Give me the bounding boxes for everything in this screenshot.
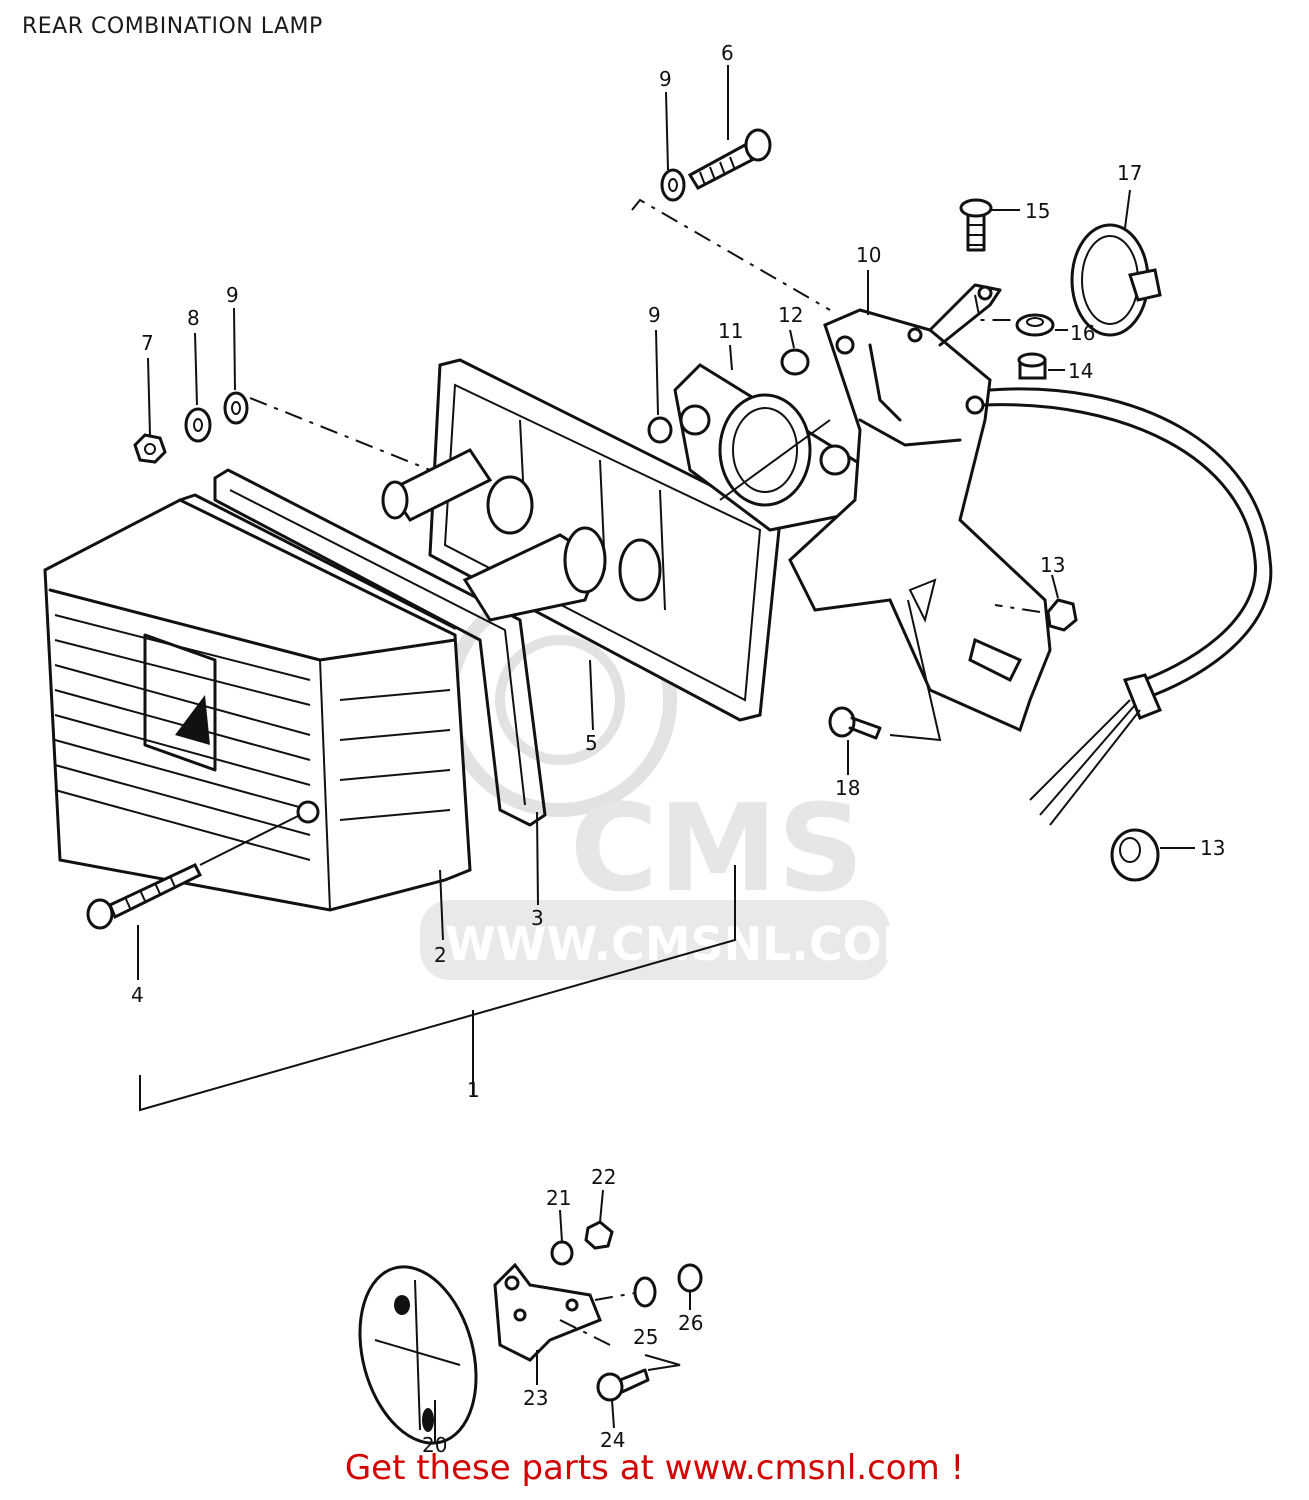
callout-6: 6: [721, 41, 734, 65]
callout-1: 1: [467, 1078, 480, 1102]
leader-lines: [137, 65, 1195, 1442]
washer-part-9-top[interactable]: [660, 168, 686, 202]
callout-9-mid: 9: [648, 303, 661, 327]
callout-17: 17: [1117, 161, 1142, 185]
callout-11: 11: [718, 319, 743, 343]
page-title: REAR COMBINATION LAMP: [22, 14, 323, 39]
nut-part-26[interactable]: [677, 1263, 703, 1293]
washer-part-9-mid[interactable]: [647, 416, 673, 444]
reflector-bracket-part-23[interactable]: [493, 1262, 602, 1362]
assembly-lines: [139, 198, 1041, 1371]
cmsnl-footer-link[interactable]: Get these parts at www.cmsnl.com !: [344, 1448, 965, 1488]
callout-14: 14: [1068, 359, 1093, 383]
callout-5: 5: [585, 731, 598, 755]
nut-part-21[interactable]: [550, 1240, 574, 1266]
callout-21: 21: [546, 1186, 571, 1210]
nut-part-13-upper[interactable]: [1046, 598, 1078, 632]
cover-plate-part-11[interactable]: [673, 363, 872, 532]
callout-24: 24: [600, 1428, 625, 1452]
callout-13-upper: 13: [1040, 553, 1065, 577]
lamp-housing-part-5[interactable]: [381, 358, 782, 722]
callout-12: 12: [778, 303, 803, 327]
washer-part-8[interactable]: [184, 407, 212, 443]
lens-part-2[interactable]: [43, 493, 472, 912]
grommet-part-17[interactable]: [1070, 223, 1162, 337]
washer-part-9-left[interactable]: [223, 391, 249, 425]
callout-8: 8: [187, 306, 200, 330]
bracket-part-10[interactable]: [788, 283, 1052, 733]
nut-part-22[interactable]: [584, 1220, 614, 1250]
callout-18: 18: [835, 776, 860, 800]
callout-16: 16: [1070, 321, 1095, 345]
callout-26: 26: [678, 1311, 703, 1335]
nut-part-7[interactable]: [133, 433, 167, 464]
callout-13-lower: 13: [1200, 836, 1225, 860]
nut-part-13-lower[interactable]: [1110, 828, 1160, 882]
watermark-url: WWW.CMSNL.COM: [445, 917, 928, 971]
collar-part-14[interactable]: [1017, 352, 1047, 380]
callout-15: 15: [1025, 199, 1050, 223]
wiring-harness[interactable]: [983, 387, 1273, 826]
callout-9-left: 9: [226, 283, 239, 307]
callout-9-top: 9: [659, 67, 672, 91]
callout-3: 3: [531, 906, 544, 930]
callout-22: 22: [591, 1165, 616, 1189]
washer-part-25[interactable]: [633, 1276, 657, 1308]
callout-25: 25: [633, 1325, 658, 1349]
cms-watermark: CMS WWW.CMSNL.COM: [420, 583, 928, 980]
screw-part-24[interactable]: [596, 1368, 650, 1402]
watermark-brand: CMS: [570, 780, 864, 919]
callout-numbers: 6 9 17 15 10 9 8 7 9 11 12 16 14 13 5 18…: [131, 41, 1225, 1457]
callout-7: 7: [141, 331, 154, 355]
reflector-part-20[interactable]: [342, 1254, 495, 1456]
callout-23: 23: [523, 1386, 548, 1410]
bolt-part-6[interactable]: [687, 128, 772, 190]
screw-part-4[interactable]: [86, 863, 203, 930]
callout-10: 10: [856, 243, 881, 267]
callout-2: 2: [434, 943, 447, 967]
gasket-part-3[interactable]: [213, 468, 547, 827]
screw-part-15[interactable]: [959, 198, 993, 252]
callout-20: 20: [422, 1433, 447, 1457]
cushion-part-12[interactable]: [780, 348, 810, 376]
washer-part-16[interactable]: [1015, 313, 1055, 337]
callout-4: 4: [131, 983, 144, 1007]
screw-part-18[interactable]: [828, 706, 882, 740]
